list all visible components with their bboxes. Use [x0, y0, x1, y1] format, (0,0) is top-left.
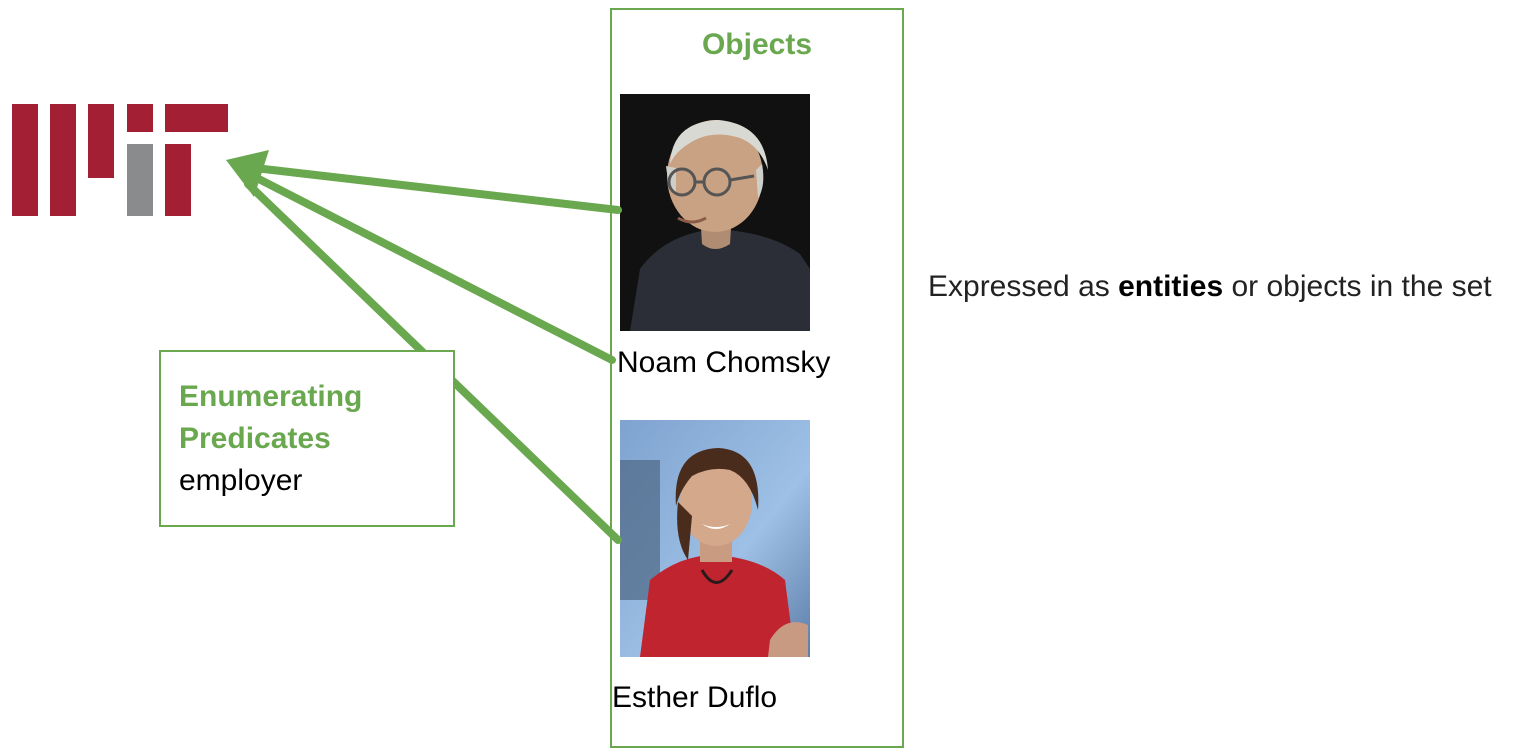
logo-bar: [165, 104, 228, 132]
logo-bar: [50, 104, 76, 216]
esther-duflo-photo: [620, 420, 810, 657]
predicate-value: employer: [179, 464, 303, 497]
description-bold-term: entities: [1118, 270, 1224, 303]
logo-bar: [165, 144, 191, 216]
logo-bar: [88, 104, 114, 178]
logo-bar: [127, 144, 153, 216]
arrow-line: [249, 172, 616, 364]
predicate-text: Enumerating Predicates employer: [179, 376, 419, 502]
esther-duflo-label: Esther Duflo: [612, 681, 778, 714]
logo-bar: [127, 104, 153, 132]
predicate-heading: Enumerating Predicates: [179, 380, 363, 455]
portrait-icon: [620, 94, 810, 331]
objects-title: Objects: [701, 28, 813, 61]
description-after: or objects in the set: [1223, 270, 1492, 303]
description-before: Expressed as: [928, 270, 1119, 303]
predicate-box: Enumerating Predicates employer: [159, 350, 455, 527]
noam-chomsky-label: Noam Chomsky: [617, 346, 831, 379]
portrait-icon: [620, 420, 810, 657]
noam-chomsky-photo: [620, 94, 810, 331]
arrow-line: [251, 164, 622, 214]
mit-logo-icon: [12, 104, 228, 216]
arrowhead-icon: [226, 150, 269, 197]
description-text: Expressed as entities or objects in the …: [928, 266, 1508, 308]
logo-bar: [12, 104, 38, 216]
